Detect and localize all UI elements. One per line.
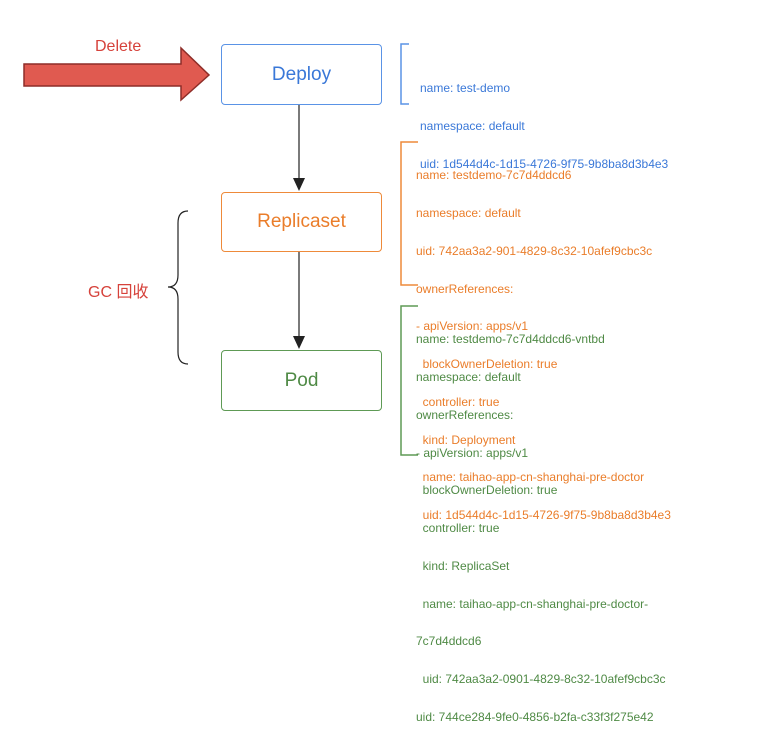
delete-label: Delete [95,38,142,55]
pod-info-line: blockOwnerDeletion: true [416,483,558,498]
pod-info-line: uid: 742aa3a2-0901-4829-8c32-10afef9cbc3… [416,672,666,687]
pod-info-line: uid: 744ce284-9fe0-4856-b2fa-c33f3f275e4… [416,710,654,724]
deploy-info: name: test-demo namespace: default uid: … [420,57,668,183]
replicaset-info-line: controller: true [416,394,500,409]
deploy-info-line: name: test-demo [420,81,511,96]
replicaset-info-line: uid: 742aa3a2-901-4829-8c32-10afef9cbc3c [416,243,653,258]
delete-arrow [23,46,211,102]
pod-node: Pod [221,350,382,411]
replicaset-info-line: name: testdemo-7c7d4ddcd6 [416,168,572,183]
replicaset-info-line: - apiVersion: apps/v1 [416,319,529,334]
pod-info-line: 7c7d4ddcd6 [416,634,482,649]
pod-info-line: controller: true [416,521,500,536]
pod-info-line: name: testdemo-7c7d4ddcd6-vntbd [416,332,605,347]
connector-layer [23,43,418,456]
deploy-info-bracket [400,43,409,105]
replicaset-info-line: ownerReferences: [416,281,514,296]
replicaset-info-bracket [400,141,418,286]
pod-info-line: - apiVersion: apps/v1 [416,445,529,460]
pod-info-line: kind: ReplicaSet [416,558,510,573]
deploy-info-line: uid: 1d544d4c-1d15-4726-9f75-9b8ba8d3b4e… [420,156,669,171]
replicaset-info-line: kind: Deployment [416,432,516,447]
replicaset-to-pod-arrowhead [293,336,305,349]
replicaset-node: Replicaset [221,192,382,252]
pod-info-line: name: taihao-app-cn-shanghai-pre-doctor- [416,596,649,611]
deploy-node: Deploy [221,44,382,105]
pod-info: name: testdemo-7c7d4ddcd6-vntbd namespac… [416,308,666,736]
deploy-to-replicaset-arrowhead [293,178,305,191]
gc-label: GC 回收 [88,284,149,301]
gc-brace [167,210,189,365]
pod-info-line: namespace: default [416,369,521,384]
replicaset-info-line: blockOwnerDeletion: true [416,357,558,372]
replicaset-info-line: namespace: default [416,205,521,220]
deploy-info-line: namespace: default [420,118,525,133]
pod-info-bracket [400,305,418,456]
pod-info-line: ownerReferences: [416,407,514,422]
